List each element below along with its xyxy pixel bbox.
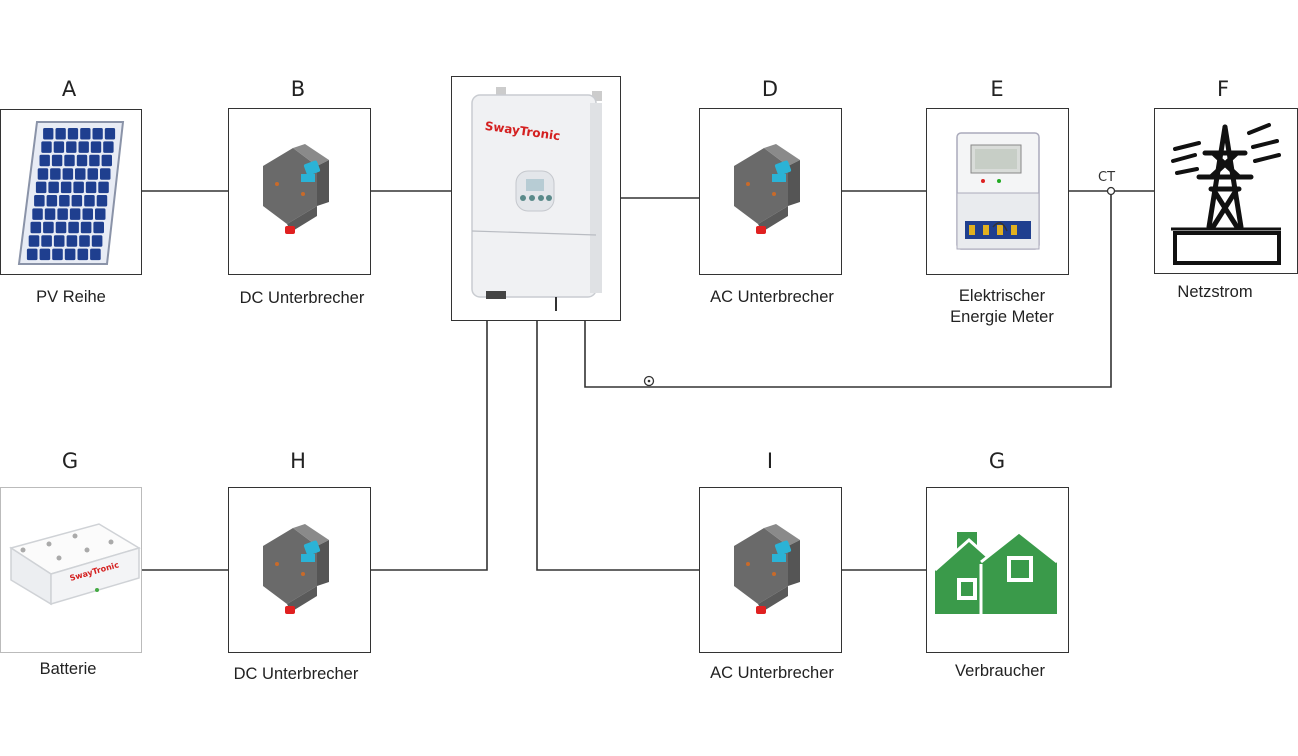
breaker-icon (728, 524, 808, 616)
dc-breaker-2-label: DC Unterbrecher (233, 665, 359, 683)
inverter-box: SwayTronic (451, 76, 621, 321)
dc-breaker-2-letter: H (290, 449, 306, 473)
wire-inverter-ac2 (536, 320, 700, 571)
power-tower-icon (1169, 119, 1285, 269)
load-letter: G (988, 449, 1006, 473)
wire-ct-loop (584, 191, 1112, 388)
pv-letter: A (61, 77, 77, 101)
dc-breaker-1-letter: B (290, 77, 306, 101)
ac-breaker-2-box (699, 487, 842, 653)
pv-array-box (0, 109, 142, 275)
load-box (926, 487, 1069, 653)
breaker-icon (257, 524, 337, 616)
battery-box: SwayTronic (0, 487, 142, 653)
meter-label-line1: Elektrischer (958, 287, 1046, 305)
load-label: Verbraucher (955, 662, 1045, 680)
dc-breaker-2-box (228, 487, 371, 653)
meter-label-line2: Energie Meter (950, 308, 1054, 326)
wire-dc-inverter-batt (370, 320, 488, 571)
battery-icon: SwayTronic (3, 518, 141, 608)
ac-breaker-1-label: AC Unterbrecher (710, 288, 834, 306)
house-icon (935, 530, 1057, 616)
grid-box (1154, 108, 1298, 274)
dc-breaker-1-box (228, 108, 371, 275)
breaker-icon (728, 144, 808, 236)
breaker-icon (257, 144, 337, 236)
grid-letter: F (1216, 77, 1230, 101)
ac-breaker-1-box (699, 108, 842, 275)
ct-label: CT (1098, 170, 1116, 185)
solar-panel-icon (15, 120, 127, 266)
battery-letter: G (61, 449, 79, 473)
meter-box (926, 108, 1069, 275)
ac-breaker-2-letter: I (766, 449, 774, 473)
battery-label: Batterie (39, 660, 97, 678)
dc-breaker-1-label: DC Unterbrecher (239, 289, 365, 307)
grid-label: Netzstrom (1177, 283, 1253, 301)
meter-letter: E (990, 77, 1004, 101)
inverter-icon: SwayTronic (466, 85, 608, 311)
ct-sensor (1106, 186, 1116, 196)
ac-breaker-2-label: AC Unterbrecher (710, 664, 834, 682)
ac-breaker-1-letter: D (761, 77, 779, 101)
pv-label: PV Reihe (36, 288, 106, 306)
energy-meter-icon (953, 131, 1043, 251)
